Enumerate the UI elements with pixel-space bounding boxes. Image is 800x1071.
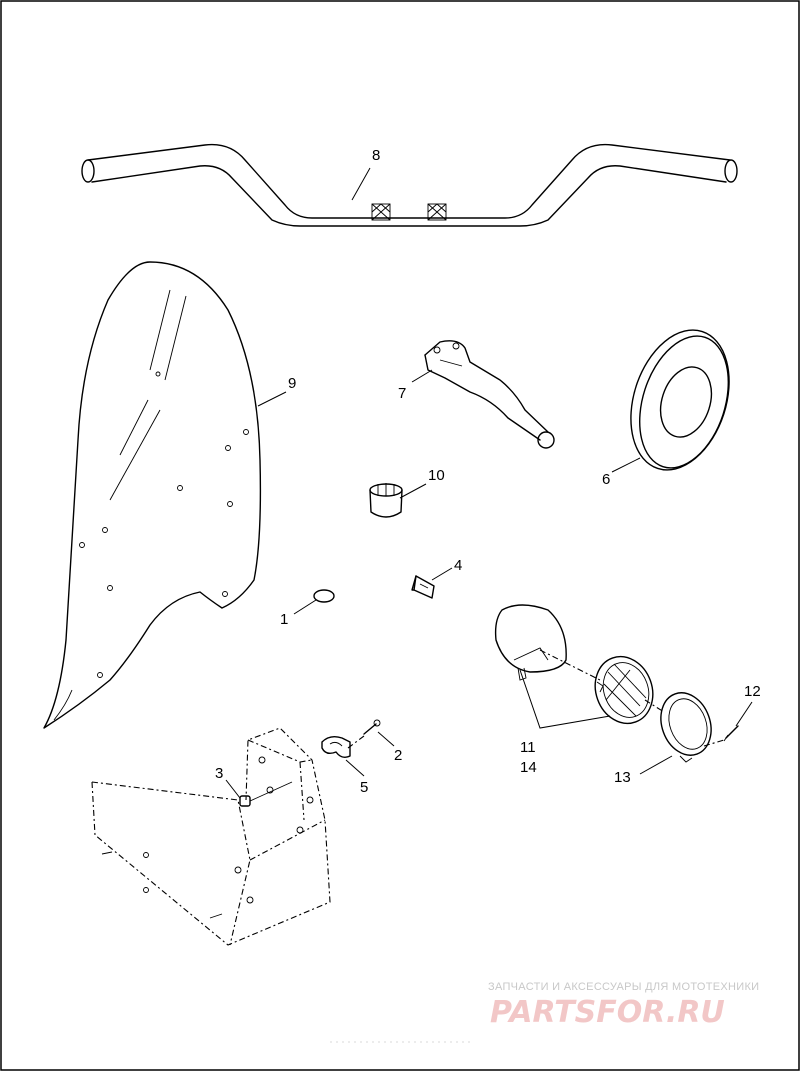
callout-5: 5 [360, 779, 368, 796]
part-headlamp-housing [494, 604, 567, 681]
watermark-logo: PARTSFOR.RU [490, 995, 725, 1030]
part-nut-3 [239, 781, 293, 807]
callout-1: 1 [280, 611, 288, 628]
part-lever [424, 340, 555, 449]
part-headlamp-lens [594, 655, 654, 725]
callout-12: 12 [744, 683, 761, 700]
part-trim-ring [660, 692, 712, 763]
part-clamp-block [321, 735, 351, 759]
callout-13: 13 [614, 769, 631, 786]
callout-4: 4 [454, 557, 462, 574]
knurl-left [371, 203, 391, 221]
callouts: 8 9 7 6 10 4 1 11 14 12 13 2 5 3 [215, 147, 761, 796]
callout-9: 9 [288, 375, 296, 392]
callout-8: 8 [372, 147, 380, 164]
assembly-lines [347, 649, 725, 749]
callout-7: 7 [398, 385, 406, 402]
callout-14: 14 [520, 759, 537, 776]
part-bolt-2 [363, 719, 381, 735]
part-screw-12 [723, 725, 739, 742]
knurl-right [427, 203, 447, 221]
callout-6: 6 [602, 471, 610, 488]
callout-10: 10 [428, 467, 445, 484]
leader-lines [225, 167, 753, 799]
watermark-caption: ЗАПЧАСТИ И АКСЕССУАРЫ ДЛЯ МОТОТЕХНИКИ [488, 981, 759, 993]
part-clip [411, 575, 435, 599]
part-handlebar [81, 143, 738, 227]
part-plug [313, 589, 335, 603]
part-disc [630, 329, 730, 471]
callout-11: 11 [520, 739, 536, 756]
callout-2: 2 [394, 747, 402, 764]
callout-3: 3 [215, 765, 223, 782]
part-bushing [369, 483, 403, 518]
phantom-mounting-bracket [91, 727, 331, 946]
part-windshield [43, 261, 262, 729]
watermark: ЗАПЧАСТИ И АКСЕССУАРЫ ДЛЯ МОТОТЕХНИКИ PA… [488, 981, 759, 1030]
